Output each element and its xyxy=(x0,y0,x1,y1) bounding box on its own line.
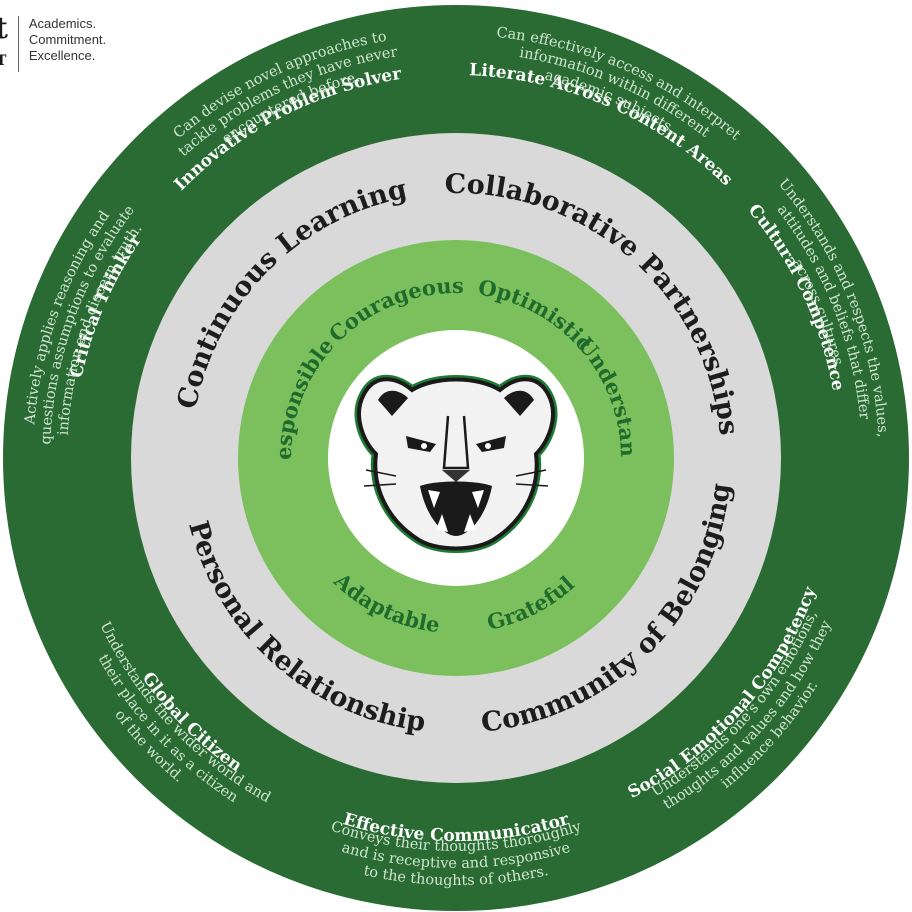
tagline: Academics. Commitment. Excellence. xyxy=(29,16,106,64)
brand-header: t Academics. Commitment. Excellence. xyxy=(0,11,106,74)
tagline-line: Commitment. xyxy=(28,32,107,47)
brand-divider xyxy=(17,16,19,72)
tagline-line: Excellence. xyxy=(28,48,96,63)
tagline-line: Academics. xyxy=(28,16,97,31)
logo-fragment-2: T xyxy=(0,53,7,69)
cougar-head-icon xyxy=(354,374,558,553)
logo-fragment: t xyxy=(0,11,8,46)
